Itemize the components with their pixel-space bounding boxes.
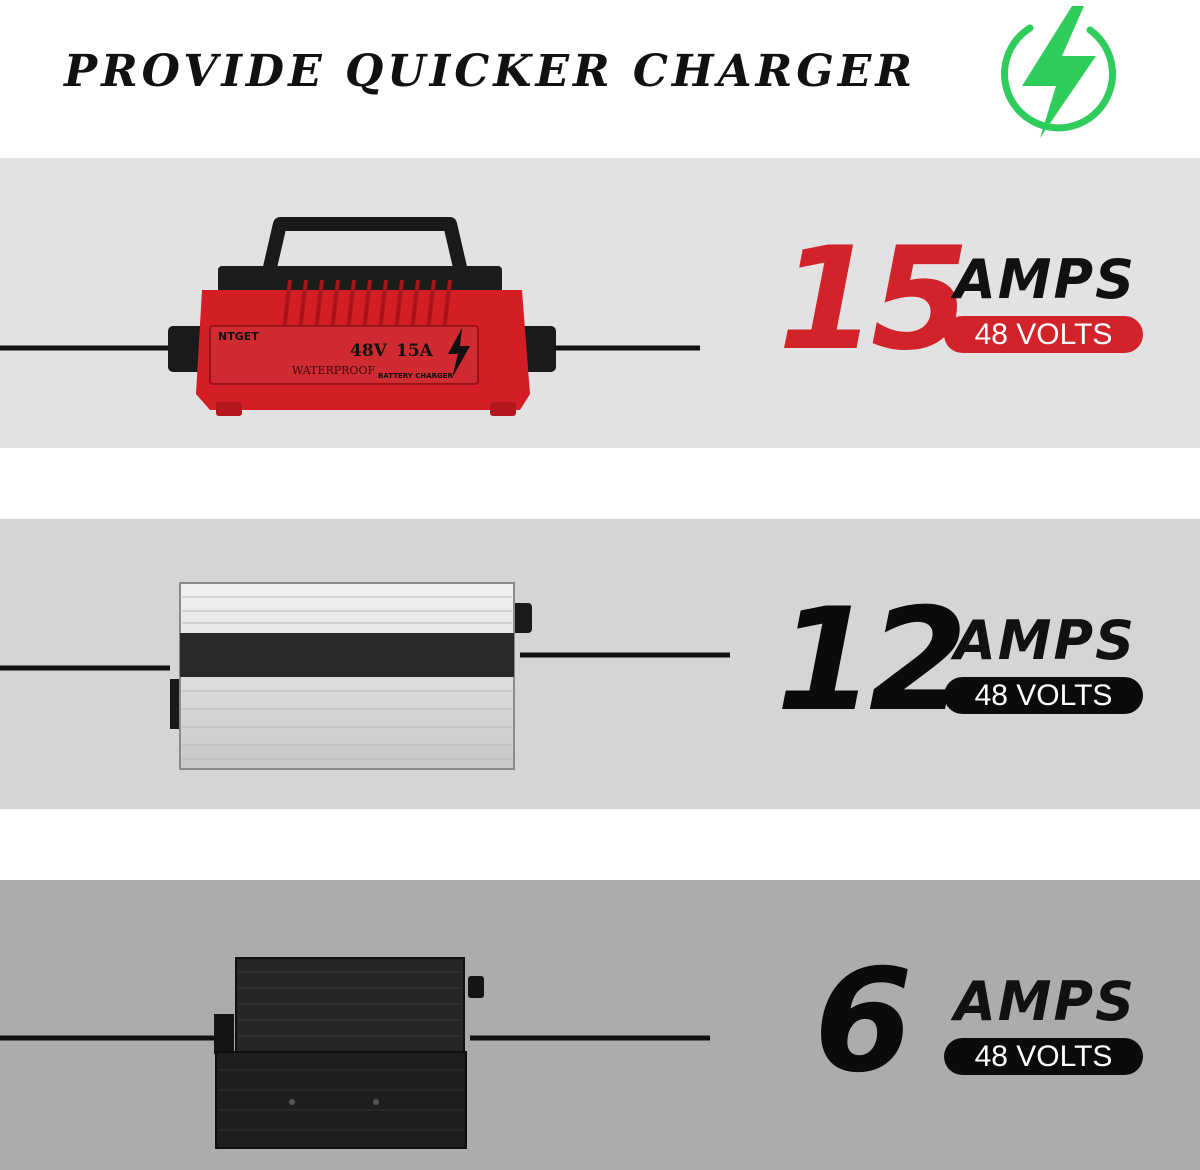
product-row-6a: 6 AMPS 48 VOLTS — [0, 880, 1200, 1170]
amps-value: 15 — [778, 217, 970, 382]
charger-current: 15A — [396, 341, 434, 361]
charger-type: BATTERY CHARGER — [378, 372, 454, 380]
amps-value: 12 — [776, 578, 968, 743]
charger-waterproof: WATERPROOF — [292, 364, 375, 377]
silver-charger-image — [0, 582, 730, 770]
amps-value: 6 — [814, 939, 913, 1104]
product-row-15a: NTGET 48V 15A WATERPROOF BATTERY CHARGER… — [0, 158, 1200, 448]
header: PROVIDE QUICKER CHARGER — [0, 0, 1200, 158]
charger-voltage: 48V — [350, 341, 388, 361]
amps-unit: AMPS — [954, 970, 1136, 1033]
product-row-12a: 12 AMPS 48 VOLTS — [0, 519, 1200, 809]
label-bolt-icon — [448, 328, 470, 378]
black-charger-image — [0, 957, 710, 1149]
amps-unit: AMPS — [954, 609, 1136, 672]
volts-badge: 48 VOLTS — [944, 677, 1143, 714]
amps-unit: AMPS — [954, 248, 1136, 311]
charger-brand: NTGET — [218, 330, 259, 343]
red-charger-image: NTGET 48V 15A WATERPROOF BATTERY CHARGER — [0, 217, 700, 416]
lightning-bolt-icon — [1001, 6, 1116, 138]
volts-badge: 48 VOLTS — [944, 1038, 1143, 1075]
headline: PROVIDE QUICKER CHARGER — [64, 46, 916, 97]
volts-badge: 48 VOLTS — [944, 316, 1143, 353]
